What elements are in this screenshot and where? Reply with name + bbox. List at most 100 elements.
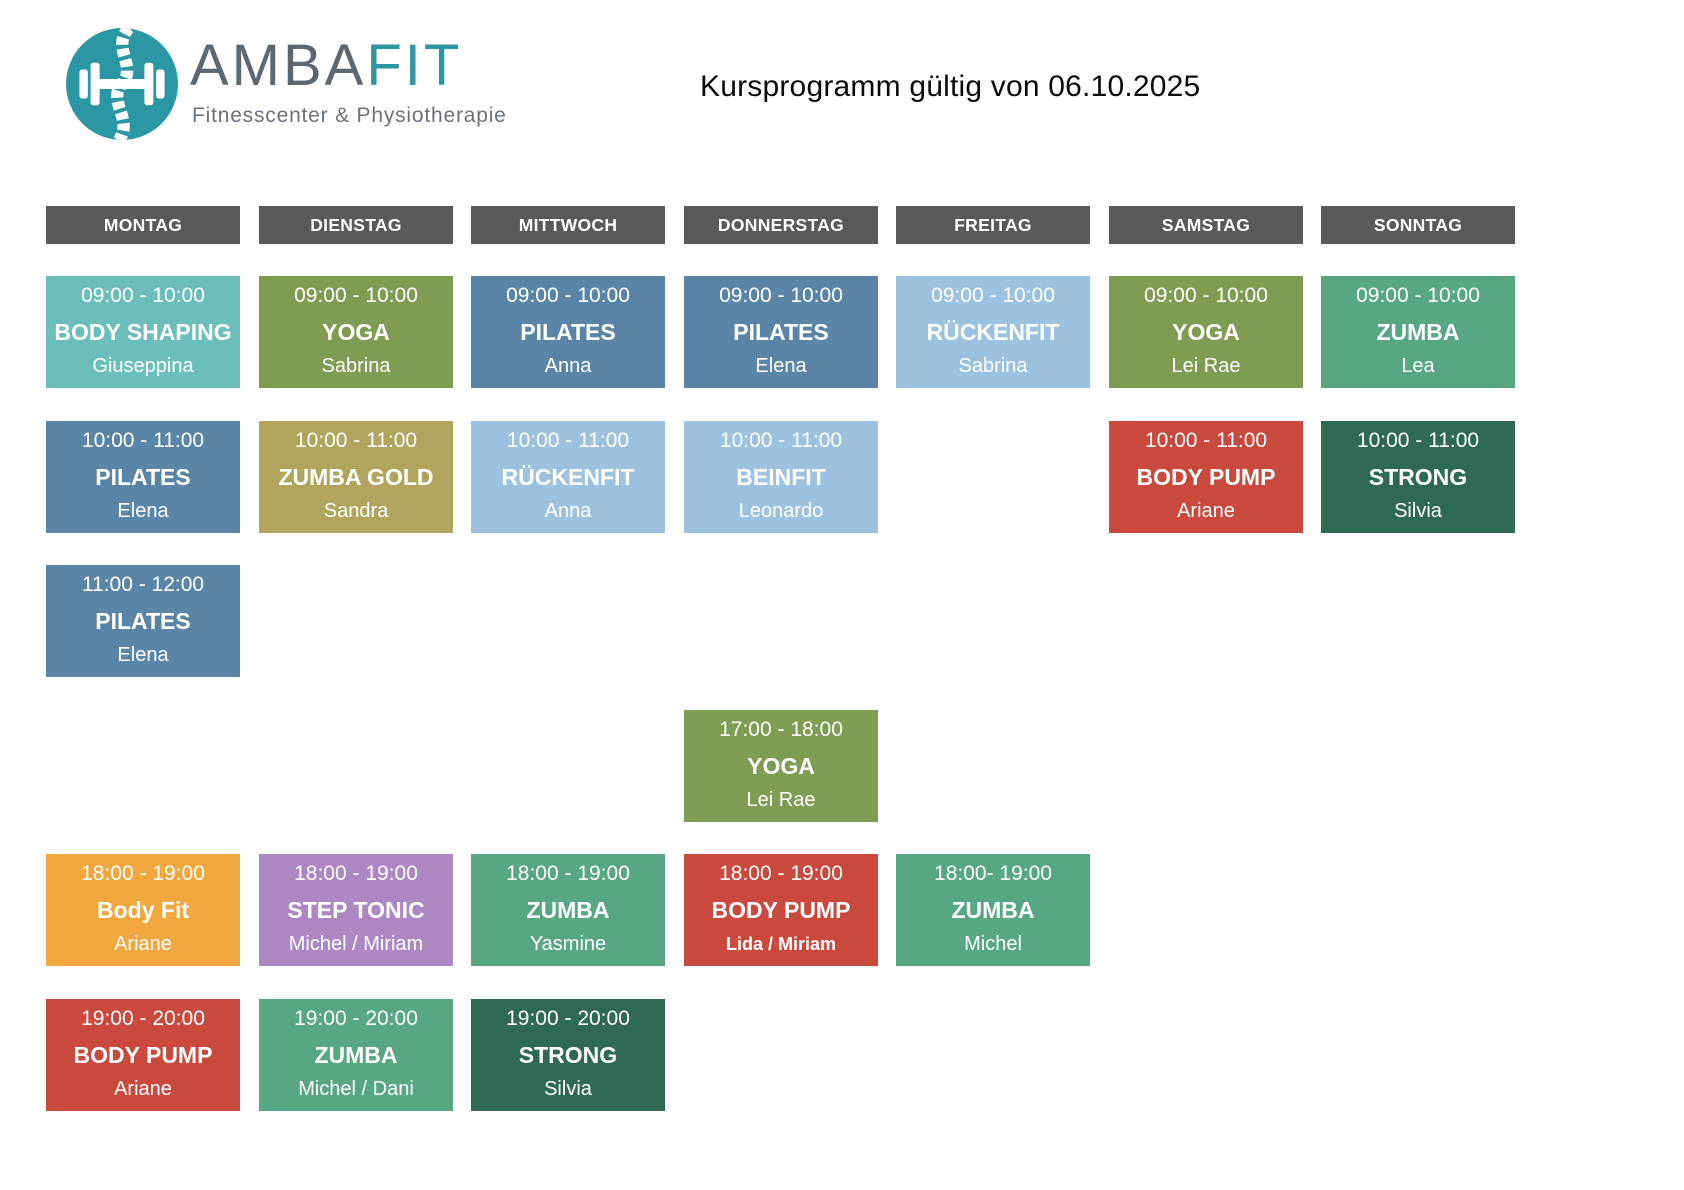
day-header-mittwoch: MITTWOCH: [471, 206, 665, 244]
course-name: ZUMBA: [526, 896, 610, 923]
course-name: STEP TONIC: [287, 896, 425, 923]
course-time: 18:00 - 19:00: [81, 862, 205, 885]
course-name: BODY PUMP: [711, 896, 851, 923]
course-name: Body Fit: [97, 896, 189, 923]
course-name: BODY PUMP: [1136, 463, 1276, 490]
course-instructor: Giuseppina: [92, 355, 194, 377]
logo-brand-primary: AMBA: [190, 33, 367, 98]
course-instructor: Silvia: [544, 1078, 592, 1100]
course-instructor: Michel / Miriam: [288, 933, 424, 955]
course-time: 19:00 - 20:00: [506, 1007, 630, 1030]
course-instructor: Anna: [544, 500, 592, 522]
course-time: 17:00 - 18:00: [719, 718, 843, 741]
course-instructor: Lei Rae: [746, 789, 816, 811]
course-name: ZUMBA GOLD: [278, 463, 434, 490]
course-time: 18:00 - 19:00: [719, 862, 843, 885]
course-instructor: Sabrina: [321, 355, 391, 377]
course-instructor: Elena: [755, 355, 807, 377]
course-instructor: Michel: [964, 933, 1022, 955]
course-time: 09:00 - 10:00: [294, 284, 418, 307]
course-time: 09:00 - 10:00: [931, 284, 1055, 307]
course-instructor: Lida / Miriam: [725, 934, 837, 954]
day-header-freitag: FREITAG: [896, 206, 1090, 244]
course-time: 18:00 - 19:00: [294, 862, 418, 885]
course-name: RÜCKENFIT: [501, 463, 635, 490]
course-name: YOGA: [1172, 318, 1240, 345]
course-name: YOGA: [747, 752, 815, 779]
course-name: BODY SHAPING: [54, 318, 232, 345]
day-header-donnerstag: DONNERSTAG: [684, 206, 878, 244]
course-instructor: Lei Rae: [1171, 355, 1241, 377]
course-time: 10:00 - 11:00: [719, 429, 843, 452]
course-instructor: Ariane: [114, 1078, 172, 1100]
course-name: ZUMBA: [1376, 318, 1460, 345]
course-time: 18:00 - 19:00: [506, 862, 630, 885]
course-time: 09:00 - 10:00: [1356, 284, 1480, 307]
logo-subtitle: Fitnesscenter & Physiotherapie: [192, 104, 507, 127]
logo-wordmark: AMBAFIT: [190, 36, 462, 96]
course-name: ZUMBA: [314, 1041, 398, 1068]
course-time: 10:00 - 11:00: [1144, 429, 1268, 452]
logo-brand-accent: FIT: [366, 33, 463, 98]
course-time: 09:00 - 10:00: [719, 284, 843, 307]
course-name: STRONG: [1368, 463, 1468, 490]
course-instructor: Yasmine: [529, 933, 607, 955]
course-instructor: Sandra: [323, 500, 389, 522]
course-name: RÜCKENFIT: [926, 318, 1060, 345]
course-instructor: Ariane: [114, 933, 172, 955]
course-time: 09:00 - 10:00: [506, 284, 630, 307]
course-name: PILATES: [95, 607, 191, 634]
course-instructor: Ariane: [1177, 500, 1235, 522]
day-header-dienstag: DIENSTAG: [259, 206, 453, 244]
course-time: 11:00 - 12:00: [81, 573, 205, 596]
course-time: 09:00 - 10:00: [81, 284, 205, 307]
course-time: 19:00 - 20:00: [294, 1007, 418, 1030]
course-name: ZUMBA: [951, 896, 1035, 923]
course-time: 18:00- 19:00: [934, 862, 1052, 885]
course-instructor: Elena: [117, 644, 169, 666]
page-title: Kursprogramm gültig von 06.10.2025: [700, 70, 1201, 103]
course-instructor: Anna: [544, 355, 592, 377]
course-instructor: Leonardo: [738, 500, 824, 522]
day-header-sonntag: SONNTAG: [1321, 206, 1515, 244]
course-name: BEINFIT: [736, 463, 826, 490]
course-name: PILATES: [733, 318, 829, 345]
course-time: 10:00 - 11:00: [1356, 429, 1480, 452]
course-name: BODY PUMP: [73, 1041, 213, 1068]
day-header-montag: MONTAG: [46, 206, 240, 244]
course-time: 19:00 - 20:00: [81, 1007, 205, 1030]
course-name: PILATES: [520, 318, 616, 345]
course-instructor: Elena: [117, 500, 169, 522]
course-name: STRONG: [518, 1041, 618, 1068]
course-time: 10:00 - 11:00: [294, 429, 418, 452]
course-time: 09:00 - 10:00: [1144, 284, 1268, 307]
course-name: PILATES: [95, 463, 191, 490]
dumbbell-spine-icon: [66, 28, 178, 140]
course-time: 10:00 - 11:00: [506, 429, 630, 452]
course-instructor: Lea: [1401, 355, 1435, 377]
course-time: 10:00 - 11:00: [81, 429, 205, 452]
